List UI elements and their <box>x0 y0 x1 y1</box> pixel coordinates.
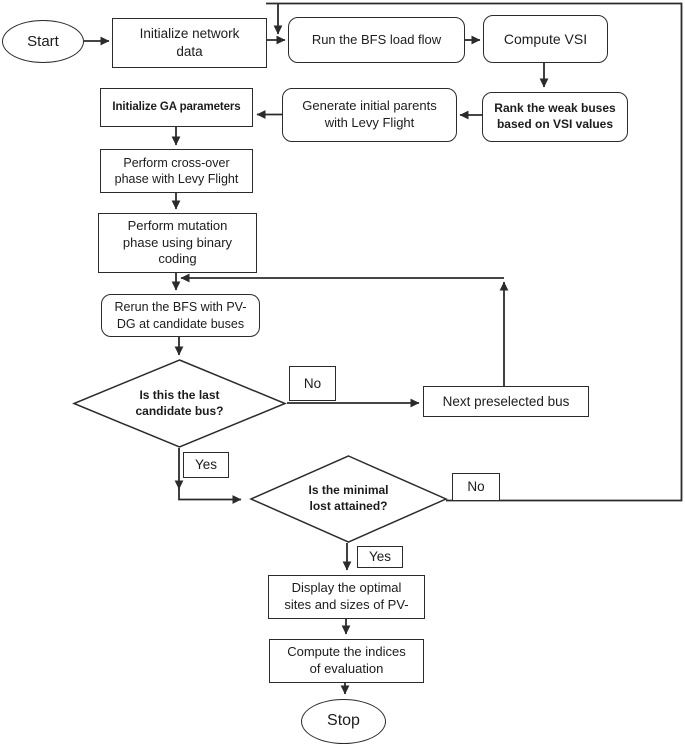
node-compute-indices: Compute the indices of evaluation <box>269 639 424 683</box>
branch-label-no-last-bus: No <box>289 366 336 401</box>
node-generate-initial-parents-label: Generate initial parents with Levy Fligh… <box>302 98 437 130</box>
edge-minloss-no-loop <box>266 2 683 502</box>
node-compute-vsi-label: Compute VSI <box>503 30 588 47</box>
node-rerun-bfs-label: Rerun the BFS with PV- DG at candidate b… <box>114 300 247 331</box>
node-stop-label: Stop <box>327 712 360 730</box>
branch-label-no-minimal-loss-text: No <box>467 479 485 495</box>
node-decision-minimal-loss-label: Is the minimal lost attained? <box>308 483 389 513</box>
node-decision-last-candidate-bus-label: Is this the last candidate bus? <box>135 387 224 418</box>
branch-label-yes-minimal-loss: Yes <box>357 546 403 568</box>
node-stop: Stop <box>301 699 386 744</box>
node-initialize-network-data-label: Initialize network data <box>139 26 240 59</box>
node-initialize-network-data: Initialize network data <box>112 18 267 68</box>
branch-label-yes-minimal-loss-text: Yes <box>368 549 392 565</box>
node-decision-last-candidate-bus: Is this the last candidate bus? <box>72 359 287 448</box>
diamond-shape <box>72 359 287 448</box>
node-rank-weak-buses: Rank the weak buses based on VSI values <box>482 92 628 142</box>
node-mutation-phase: Perform mutation phase using binary codi… <box>98 213 257 273</box>
node-run-bfs-load-flow: Run the BFS load flow <box>288 17 465 63</box>
node-rank-weak-buses-label: Rank the weak buses based on VSI values <box>494 101 616 131</box>
edge-lastbus-yes-elbow <box>178 486 242 504</box>
diamond-shape <box>249 455 448 543</box>
node-display-optimal-sites: Display the optimal sites and sizes of P… <box>268 575 425 619</box>
node-run-bfs-load-flow-label: Run the BFS load flow <box>311 31 442 47</box>
node-crossover-phase: Perform cross-over phase with Levy Fligh… <box>100 149 253 193</box>
node-compute-indices-label: Compute the indices of evaluation <box>287 644 406 676</box>
node-next-preselected-bus-label: Next preselected bus <box>442 393 570 409</box>
node-display-optimal-sites-label: Display the optimal sites and sizes of P… <box>284 580 409 612</box>
branch-label-yes-last-bus-text: Yes <box>194 457 218 473</box>
node-initialize-ga-parameters-label: Initialize GA parameters <box>112 101 241 114</box>
node-crossover-phase-label: Perform cross-over phase with Levy Fligh… <box>114 155 239 186</box>
branch-label-yes-last-bus: Yes <box>183 452 229 478</box>
node-start-label: Start <box>27 32 59 50</box>
node-mutation-phase-label: Perform mutation phase using binary codi… <box>122 217 233 267</box>
node-next-preselected-bus: Next preselected bus <box>423 386 589 417</box>
node-compute-vsi: Compute VSI <box>483 15 608 63</box>
branch-label-no-last-bus-text: No <box>303 375 322 391</box>
node-generate-initial-parents: Generate initial parents with Levy Fligh… <box>282 88 457 142</box>
branch-label-no-minimal-loss: No <box>452 473 500 501</box>
node-start: Start <box>2 20 84 63</box>
node-rerun-bfs: Rerun the BFS with PV- DG at candidate b… <box>101 294 260 337</box>
node-decision-minimal-loss: Is the minimal lost attained? <box>249 455 448 543</box>
node-initialize-ga-parameters: Initialize GA parameters <box>100 88 253 127</box>
